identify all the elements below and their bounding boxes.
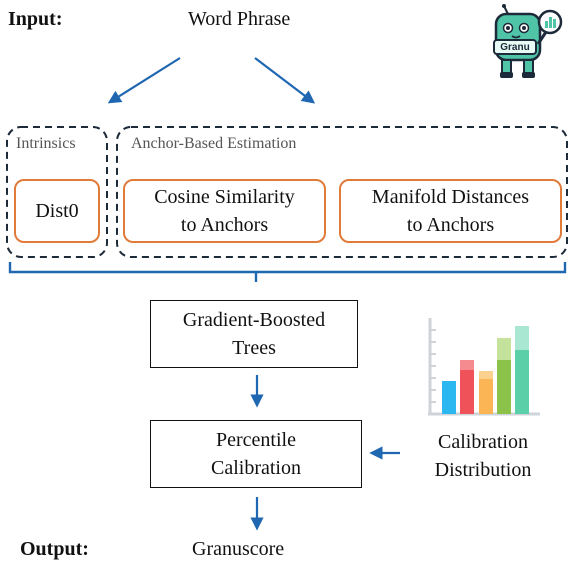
- anchor-group-title: Anchor-Based Estimation: [131, 135, 297, 152]
- calibration-distribution-label: Calibration Distribution: [410, 428, 556, 484]
- granu-mascot-icon: Granu: [488, 4, 564, 80]
- input-value: Word Phrase: [188, 8, 291, 30]
- bar-chart-icon: [424, 318, 540, 416]
- calibration-line-1: Percentile: [216, 429, 296, 451]
- intrinsics-title: Intrinsics: [16, 135, 76, 152]
- arrow-to-intrinsics: [107, 57, 181, 104]
- anchor-group-border: [116, 126, 568, 258]
- gbt-line-1: Gradient-Boosted: [182, 309, 326, 331]
- manifold-distances-box: Manifold Distances to Anchors: [339, 179, 562, 243]
- arrow-to-anchor: [254, 57, 316, 104]
- cosine-line-1: Cosine Similarity: [154, 186, 295, 208]
- percentile-calibration-box: Percentile Calibration: [150, 420, 362, 488]
- gbt-box: Gradient-Boosted Trees: [150, 300, 358, 368]
- output-value: Granuscore: [192, 538, 285, 560]
- manifold-line-1: Manifold Distances: [371, 186, 530, 208]
- output-label: Output:: [20, 538, 89, 560]
- intrinsics-group-border: [6, 126, 108, 258]
- cosine-similarity-box: Cosine Similarity to Anchors: [123, 179, 326, 243]
- input-label: Input:: [8, 8, 63, 30]
- merge-brace: [8, 262, 567, 282]
- gbt-line-2: Trees: [232, 337, 276, 359]
- manifold-line-2: to Anchors: [406, 214, 495, 236]
- cosine-line-2: to Anchors: [180, 214, 269, 236]
- mascot-text: Granu: [500, 42, 530, 53]
- dist0-box: Dist0: [14, 179, 100, 243]
- dist0-label: Dist0: [35, 200, 79, 222]
- calibration-line-2: Calibration: [211, 457, 301, 479]
- distribution-line-2: Distribution: [434, 459, 532, 481]
- distribution-line-1: Calibration: [438, 431, 528, 453]
